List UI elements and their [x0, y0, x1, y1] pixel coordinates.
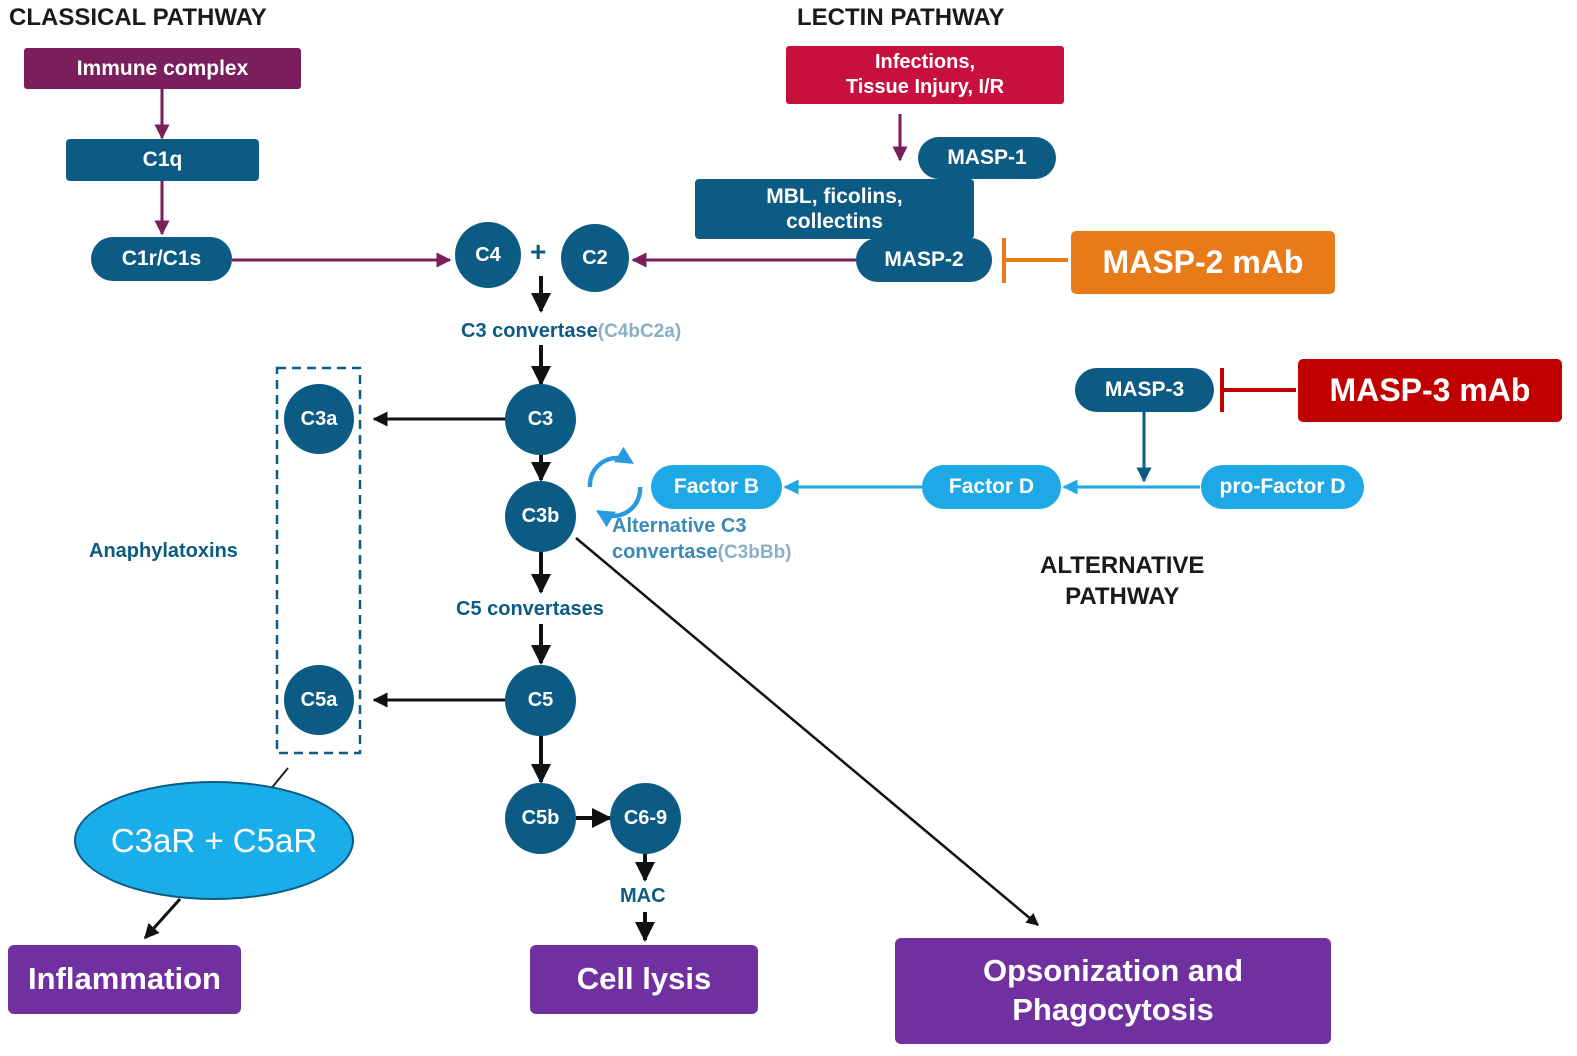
plus-sign: + [530, 236, 547, 267]
opsonization-line1: Opsonization and [982, 953, 1244, 989]
alternative-heading-line2: PATHWAY [1065, 583, 1180, 611]
lectin-trigger-line2: Tissue Injury, I/R [845, 76, 1005, 98]
cell-lysis-box: Cell lysis [530, 945, 758, 1014]
c3b-node: C3b [505, 481, 576, 552]
lectin-pathway-heading: LECTIN PATHWAY [797, 4, 1005, 31]
c1q-box: C1q [66, 139, 259, 181]
pro-factor-d-node: pro-Factor D [1201, 465, 1364, 509]
masp3-node: MASP-3 [1075, 368, 1214, 412]
c3-node: C3 [505, 384, 576, 455]
c4-node: C4 [455, 222, 521, 288]
alt-convertase-formula: (C3bBb) [717, 542, 792, 563]
mbl-ficolins-collectins-box: MBL, ficolins, collectins [695, 179, 974, 239]
alt-convertase-line1: Alternative C3 [612, 515, 747, 537]
factor-b-node: Factor B [651, 465, 782, 509]
c5-convertases-label: C5 convertases [456, 598, 604, 620]
c2-node: C2 [561, 224, 629, 292]
c5-node: C5 [505, 665, 576, 736]
inflammation-box: Inflammation [8, 945, 241, 1014]
c3-convertase-formula: (C4bC2a) [597, 321, 682, 342]
masp2-node: MASP-2 [856, 238, 992, 282]
alt-convertase-line2: convertase [612, 541, 718, 563]
mbl-line1: MBL, ficolins, [766, 184, 903, 208]
c1r-c1s-node: C1r/C1s [91, 237, 232, 281]
c6-9-node: C6-9 [610, 783, 681, 854]
arrow-receptors-to-inflammation [143, 897, 182, 940]
masp3-mab-box: MASP-3 mAb [1298, 359, 1562, 422]
immune-complex-box: Immune complex [24, 48, 301, 89]
alternative-heading-line1: ALTERNATIVE [1040, 552, 1205, 579]
c3a-node: C3a [284, 384, 354, 454]
masp2-mab-box: MASP-2 mAb [1071, 231, 1335, 294]
c5b-node: C5b [505, 783, 576, 854]
opsonization-line2: Phagocytosis [1012, 992, 1214, 1027]
classical-pathway-heading: CLASSICAL PATHWAY [9, 4, 267, 31]
lectin-trigger-box: Infections, Tissue Injury, I/R [786, 46, 1064, 104]
arrow-c3b-to-opsonization [575, 537, 1039, 926]
convertase-cycle-icon-upper [587, 446, 635, 488]
convertase-cycle-icon-lower [595, 486, 643, 528]
c3ar-c5ar-ellipse: C3aR + C5aR [74, 781, 354, 900]
mbl-line2: collectins [786, 210, 883, 233]
lectin-trigger-line1: Infections, [874, 51, 975, 73]
c3-convertase-label: C3 convertase(C4bC2a) [461, 320, 681, 343]
alternative-pathway-heading: ALTERNATIVE PATHWAY [1040, 550, 1204, 612]
anaphylatoxins-group-box [275, 366, 362, 755]
anaphylatoxins-label: Anaphylatoxins [89, 540, 238, 562]
masp1-node: MASP-1 [918, 137, 1056, 179]
alt-convertase-line2-wrap: convertase(C3bBb) [612, 539, 792, 566]
alternative-c3-convertase-label: Alternative C3 convertase(C3bBb) [612, 513, 792, 566]
opsonization-box: Opsonization and Phagocytosis [895, 938, 1331, 1044]
c3-convertase-text: C3 convertase [461, 320, 598, 342]
mac-label: MAC [620, 885, 666, 907]
c5a-node: C5a [284, 665, 354, 735]
factor-d-node: Factor D [922, 465, 1061, 509]
